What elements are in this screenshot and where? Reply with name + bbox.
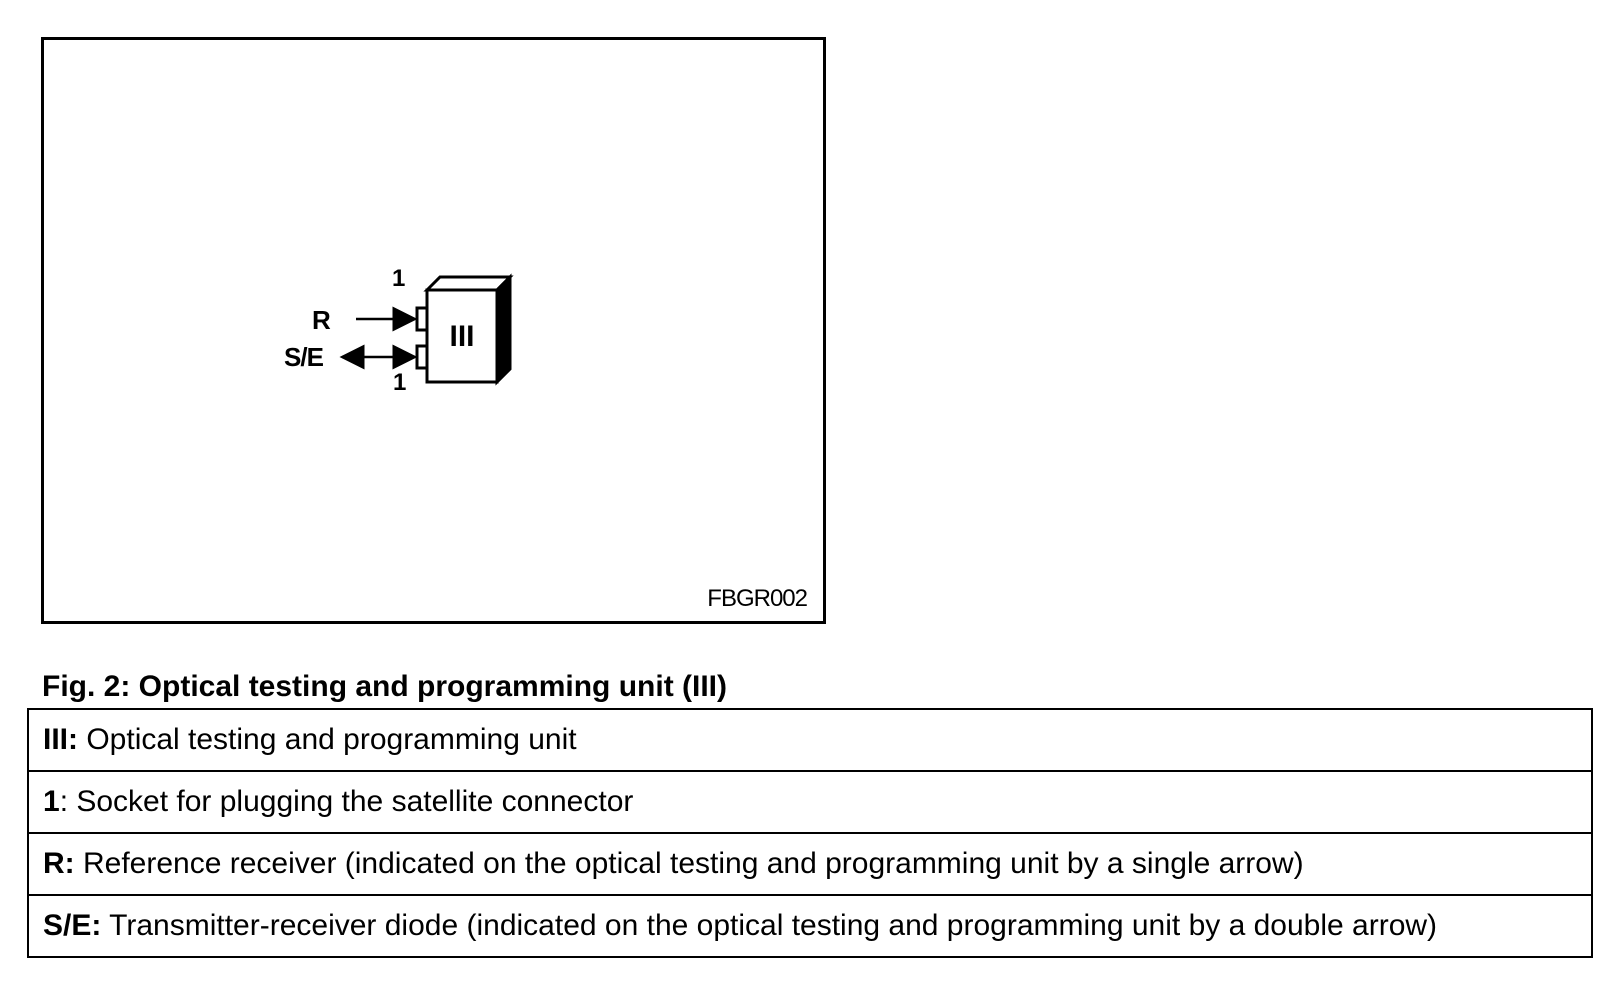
legend-row: 1: Socket for plugging the satellite con… (27, 770, 1593, 834)
unit-front-face (425, 288, 499, 384)
legend-key: III: (43, 723, 78, 756)
legend-cell: 1: Socket for plugging the satellite con… (27, 770, 1593, 834)
socket-label-bottom: 1 (393, 369, 406, 396)
figure-caption: Fig. 2: Optical testing and programming … (42, 670, 728, 703)
label-se: S/E (284, 342, 324, 372)
legend-key: S/E: (43, 909, 102, 942)
legend-row: S/E: Transmitter-receiver diode (indicat… (27, 894, 1593, 958)
legend-text: Reference receiver (indicated on the opt… (74, 847, 1304, 880)
figure-box: III R S/E 1 1 FBGR002 (41, 37, 826, 624)
socket-top (415, 306, 429, 332)
socket-label-top: 1 (392, 265, 405, 292)
figure-code: FBGR002 (707, 585, 808, 612)
legend-text: Optical testing and programming unit (78, 723, 577, 756)
legend-key: 1 (43, 785, 60, 818)
legend-cell: S/E: Transmitter-receiver diode (indicat… (27, 894, 1593, 958)
unit-label: III (449, 320, 474, 353)
legend-cell: R: Reference receiver (indicated on the … (27, 832, 1593, 896)
unit-side-face (495, 273, 512, 386)
label-r: R (312, 305, 331, 335)
legend-key: R: (43, 847, 75, 880)
legend-cell: III: Optical testing and programming uni… (27, 708, 1593, 772)
legend-row: III: Optical testing and programming uni… (27, 708, 1593, 772)
legend-table: III: Optical testing and programming uni… (27, 708, 1593, 958)
legend-text: : Socket for plugging the satellite conn… (59, 785, 634, 818)
legend-row: R: Reference receiver (indicated on the … (27, 832, 1593, 896)
legend-text: Transmitter-receiver diode (indicated on… (101, 909, 1438, 942)
unit-diagram: III R S/E 1 1 (284, 265, 514, 396)
socket-bottom (415, 344, 429, 370)
